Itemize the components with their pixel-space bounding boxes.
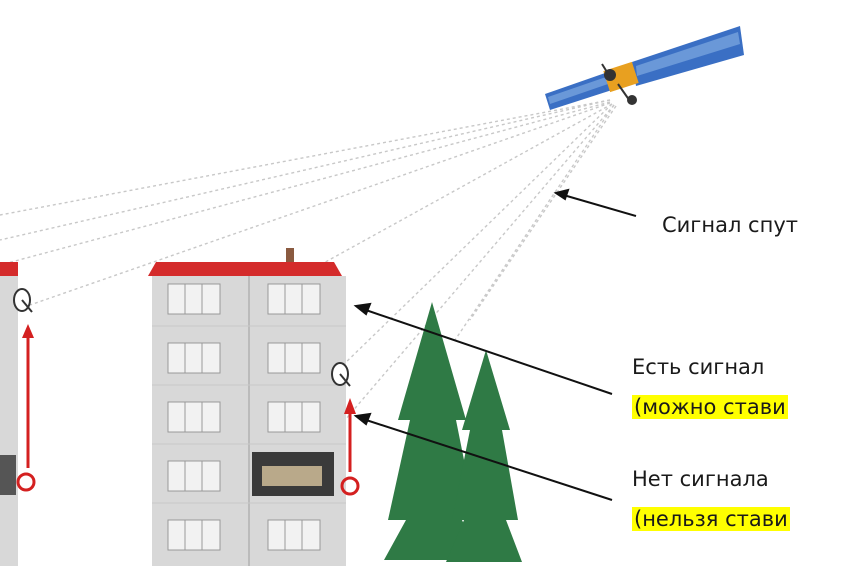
window <box>167 283 221 315</box>
label-signal-yes-note: (можно стави <box>632 394 788 420</box>
window <box>267 342 321 374</box>
dish-icon <box>13 288 33 313</box>
label-satellite-signal: Сигнал спут <box>662 213 798 237</box>
apartment-building <box>148 248 360 566</box>
pointer-arrows <box>353 188 637 501</box>
left-building <box>0 262 36 566</box>
window <box>167 519 221 551</box>
window <box>167 342 221 374</box>
window <box>167 401 221 433</box>
highlight-no-note: (нельзя стави <box>632 507 790 531</box>
window <box>267 283 321 315</box>
satellite-icon <box>545 26 744 110</box>
highlight-yes-note: (можно стави <box>632 395 788 419</box>
label-signal-no-note: (нельзя стави <box>632 506 790 532</box>
window <box>167 460 221 492</box>
tree-icon <box>384 302 522 562</box>
building-windows <box>167 283 321 551</box>
dish-icon <box>331 362 351 387</box>
window <box>267 519 321 551</box>
label-signal-yes: Есть сигнал <box>632 355 765 379</box>
signal-beams <box>0 99 617 421</box>
window <box>267 401 321 433</box>
label-signal-no: Нет сигнала <box>632 467 769 491</box>
